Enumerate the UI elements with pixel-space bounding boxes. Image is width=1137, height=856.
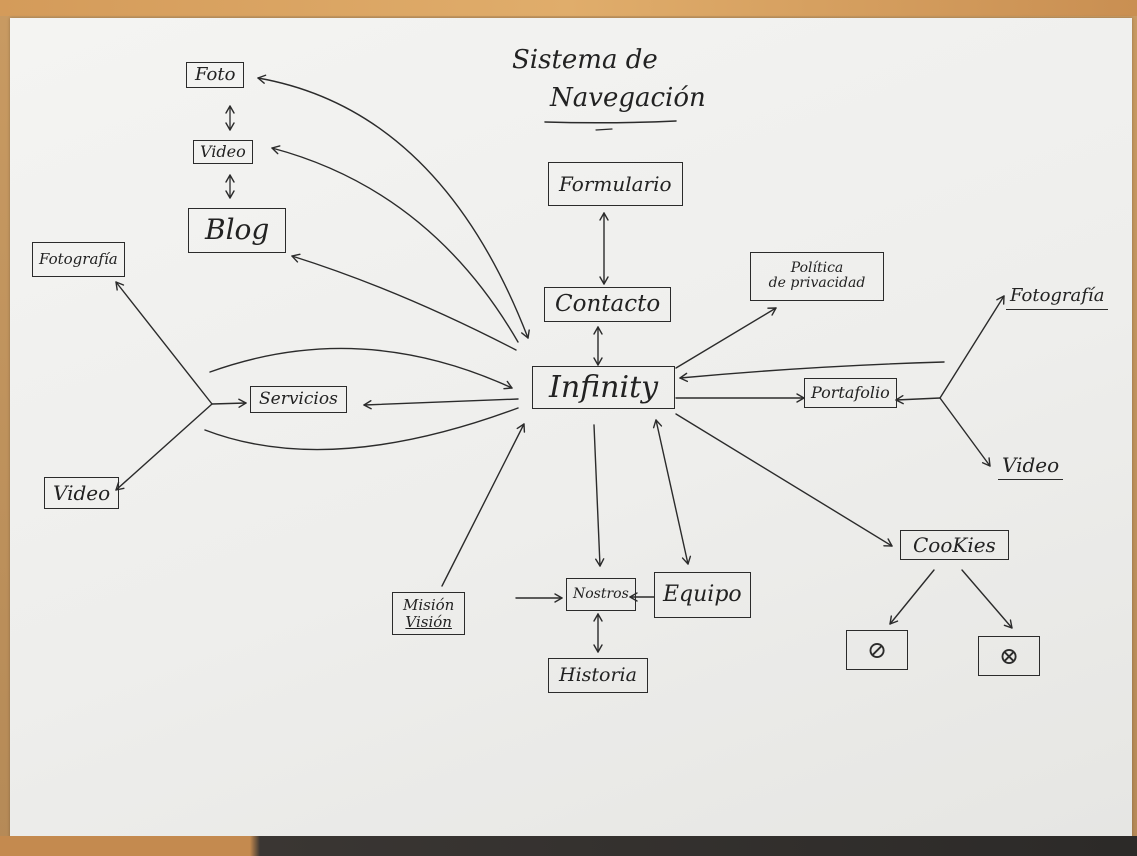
edge-infinity-nosotros bbox=[593, 424, 605, 567]
node-servicios: Servicios bbox=[250, 386, 347, 413]
node-mision: Misión Visión bbox=[392, 592, 466, 635]
edge-infinity-blog bbox=[291, 253, 517, 351]
node-politica-line2: de privacidad bbox=[768, 275, 866, 292]
edge-mision-infinity bbox=[441, 423, 526, 587]
edge-portafolio-infinity-back bbox=[679, 361, 945, 383]
node-fotografia-left: Fotografía bbox=[32, 242, 125, 277]
node-fotografia-right: Fotografía bbox=[1006, 286, 1109, 310]
node-mision-line2: Visión bbox=[405, 612, 452, 631]
diagram-title-line2: Navegación bbox=[550, 83, 706, 113]
title-underline bbox=[544, 120, 677, 124]
node-mision-line1: Misión bbox=[403, 596, 455, 614]
edge-branch-servicios bbox=[211, 398, 247, 408]
edge-infinity-equipo bbox=[652, 419, 692, 565]
edge-infinity-foto bbox=[257, 74, 530, 339]
node-video-top: Video bbox=[193, 140, 253, 164]
edge-cookies-accept bbox=[889, 569, 935, 625]
edge-infinity-servicios-arc-bottom bbox=[204, 407, 519, 451]
node-foto: Foto bbox=[186, 62, 245, 88]
diagram-title-line1: Sistema de bbox=[512, 45, 658, 75]
node-blog: Blog bbox=[188, 208, 287, 253]
node-formulario: Formulario bbox=[548, 162, 683, 206]
node-historia: Historia bbox=[548, 658, 648, 693]
node-infinity: Infinity bbox=[532, 366, 676, 409]
edge-servicios-video bbox=[115, 403, 213, 491]
desk-surface-top bbox=[0, 0, 1137, 16]
paper-sheet bbox=[10, 18, 1132, 838]
edge-branch-portafolio bbox=[895, 394, 941, 405]
node-cookies: CooKies bbox=[900, 530, 1009, 560]
edge-infinity-video-top bbox=[271, 145, 519, 343]
node-politica: Política de privacidad bbox=[750, 252, 884, 301]
title-underline-tick bbox=[595, 128, 613, 131]
node-video-right: Video bbox=[998, 454, 1064, 480]
check-circle-icon: ⊘ bbox=[866, 636, 888, 664]
node-politica-line1: Política bbox=[790, 260, 844, 276]
edge-servicios-fotografia bbox=[115, 281, 213, 405]
edge-servicios-infinity bbox=[363, 398, 519, 410]
desk-surface-bottom bbox=[0, 836, 1137, 856]
cookies-accept-box: ⊘ bbox=[846, 630, 908, 670]
node-equipo: Equipo bbox=[654, 572, 751, 619]
node-nosotros: Nostros bbox=[566, 578, 636, 612]
cookies-reject-box: ⊗ bbox=[978, 636, 1040, 676]
edge-infinity-servicios-arc-top bbox=[209, 347, 513, 390]
edge-branch-fotografia-right bbox=[939, 295, 1005, 399]
node-video-left: Video bbox=[44, 477, 120, 509]
edge-infinity-cookies bbox=[675, 413, 893, 547]
edge-cookies-reject bbox=[961, 569, 1013, 629]
node-portafolio: Portafolio bbox=[804, 378, 897, 408]
edge-branch-video-right bbox=[939, 397, 991, 467]
node-contacto: Contacto bbox=[544, 287, 672, 323]
edge-infinity-politica bbox=[675, 307, 777, 369]
cross-circle-icon: ⊗ bbox=[998, 642, 1020, 670]
